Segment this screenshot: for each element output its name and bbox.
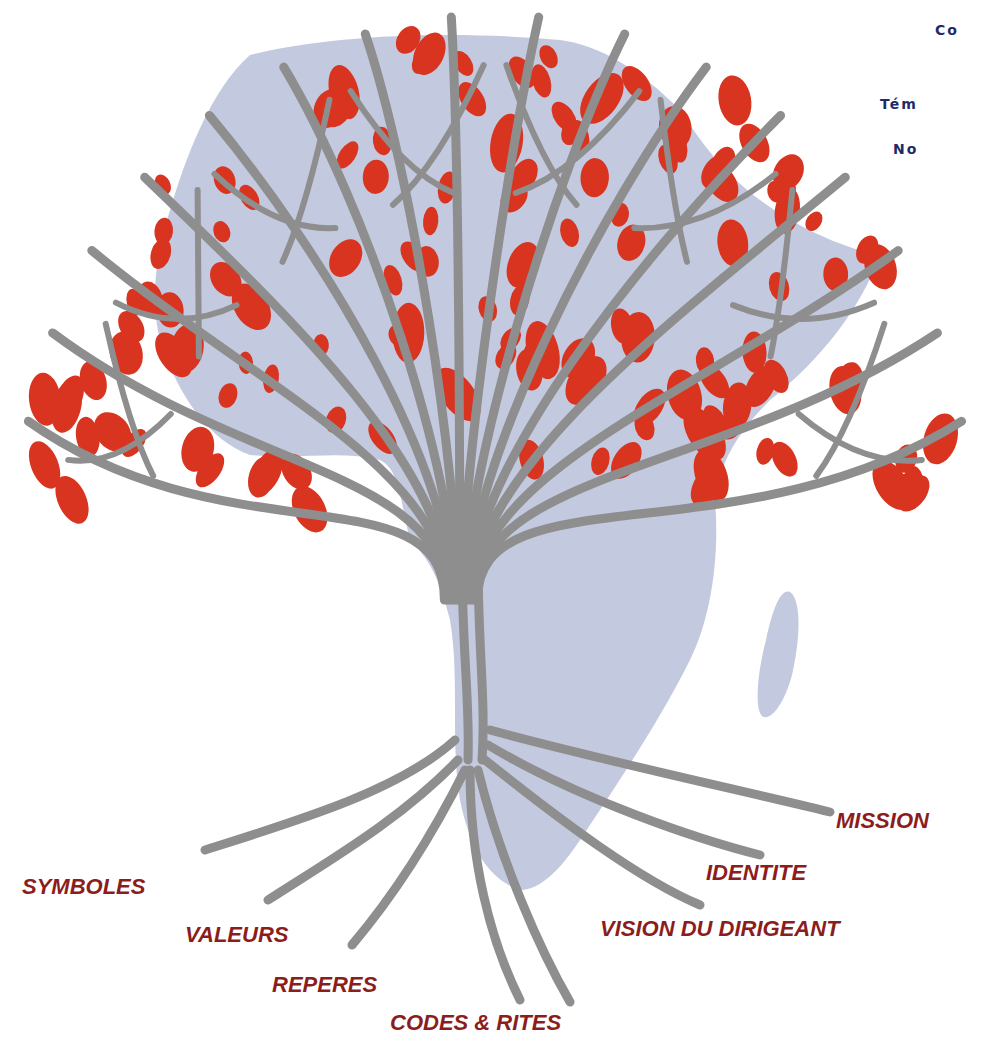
root-label: MISSION: [836, 808, 929, 834]
leaf: [699, 401, 729, 433]
tree-branches: [28, 17, 961, 600]
africa-map: [155, 35, 880, 890]
root-label: SYMBOLES: [22, 874, 145, 900]
root-label: REPERES: [272, 972, 377, 998]
branch: [351, 91, 454, 193]
branch: [53, 333, 447, 600]
leaf: [738, 360, 783, 412]
cut-text: Tém: [880, 96, 918, 112]
leaf: [362, 159, 390, 195]
leaf: [754, 436, 777, 467]
branch: [477, 421, 961, 600]
leaf: [579, 157, 609, 198]
root-label: VALEURS: [185, 922, 289, 948]
leaf: [715, 73, 756, 128]
branch: [198, 190, 199, 356]
root-label: IDENTITE: [706, 860, 806, 886]
branch: [283, 100, 330, 262]
branch: [451, 17, 460, 600]
branch: [661, 100, 688, 262]
branch: [116, 303, 237, 319]
branch: [771, 190, 793, 356]
leaf: [147, 236, 174, 271]
cut-text: No: [893, 141, 918, 157]
branch: [28, 421, 444, 600]
leaf: [148, 326, 200, 384]
leaf: [588, 445, 613, 477]
leaf: [557, 216, 582, 249]
leaf: [422, 206, 440, 236]
branch: [365, 34, 457, 600]
branch: [68, 414, 171, 461]
root-label: VISION DU DIRIGEANT: [600, 916, 840, 942]
branch: [816, 324, 884, 476]
leaf: [49, 471, 96, 529]
branch: [215, 174, 336, 228]
leaf: [215, 381, 240, 411]
branch: [506, 65, 576, 205]
leaf: [891, 469, 936, 517]
root-label: CODES & RITES: [390, 1010, 561, 1036]
branch: [473, 251, 898, 600]
branch: [209, 116, 453, 601]
leaf: [391, 21, 426, 58]
leaf: [177, 423, 220, 475]
cut-text: Co: [935, 22, 959, 38]
